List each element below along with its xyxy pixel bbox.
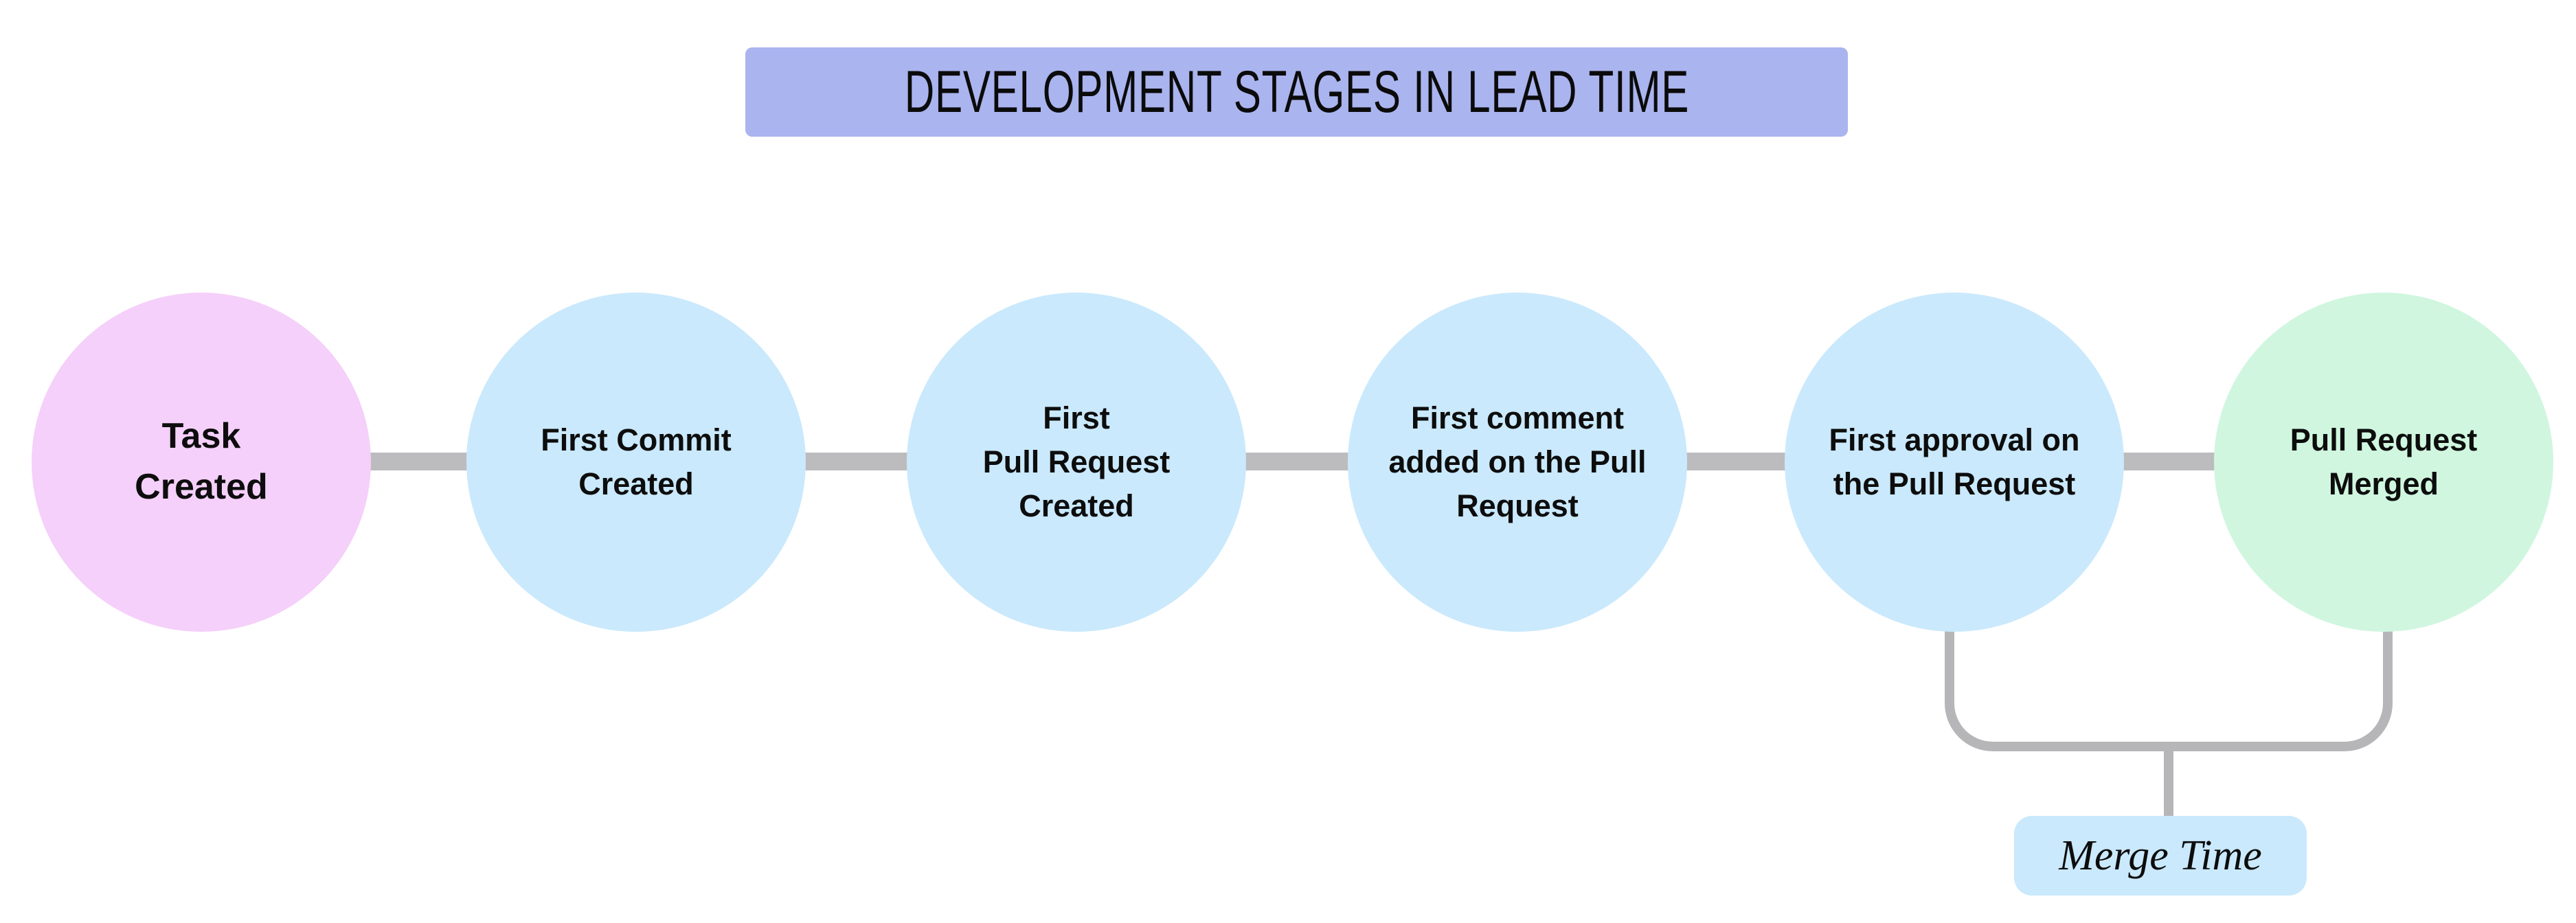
stage-label: First approval on the Pull Request [1829,422,2080,501]
stage-label: Task Created [135,416,268,507]
merge-time-bracket [1945,630,2393,751]
page-title: DEVELOPMENT STAGES IN LEAD TIME [904,58,1689,125]
stage-task-created: Task Created [32,293,371,632]
stage-pull-request-merged: Pull Request Merged [2214,293,2553,632]
stage-label: First Pull Request Created [982,400,1171,523]
stage-first-approval: First approval on the Pull Request [1785,293,2124,632]
title-banner: DEVELOPMENT STAGES IN LEAD TIME [745,47,1848,137]
stage-label: First Commit Created [541,422,732,501]
merge-time-label: Merge Time [2014,816,2307,896]
stage-first-commit-created: First Commit Created [466,293,806,632]
merge-time-label-text: Merge Time [2059,832,2262,879]
stage-label: Pull Request Merged [2290,422,2478,501]
merge-time-bracket-stem [2164,747,2173,817]
stage-label: First comment added on the Pull Request [1388,400,1647,523]
stage-first-comment-added: First comment added on the Pull Request [1348,293,1687,632]
stage-first-pull-request-created: First Pull Request Created [907,293,1246,632]
